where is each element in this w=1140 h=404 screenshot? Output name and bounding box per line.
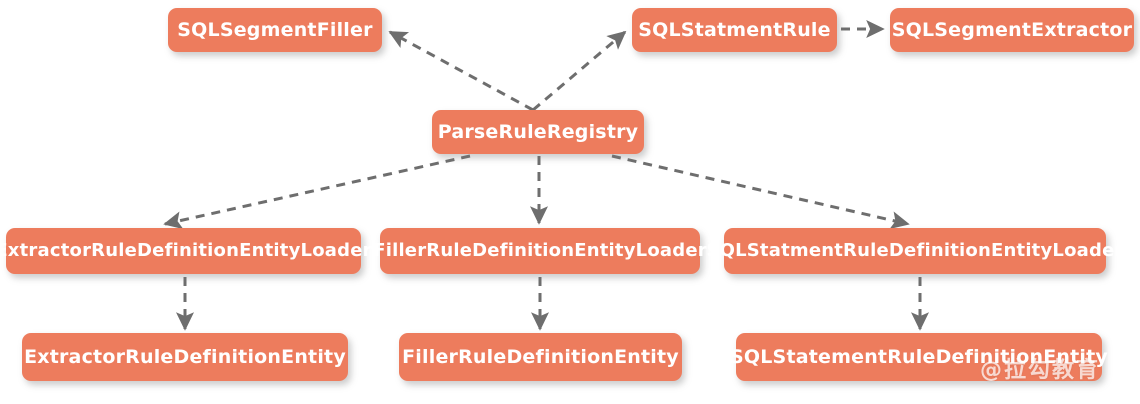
edge-registry-to-extractor-loader: [163, 154, 471, 230]
node-label: FillerRuleDefinitionEntity: [402, 345, 679, 368]
node-label: ExtractorRuleDefinitionEntity: [24, 345, 346, 368]
node-extractor-rule-definition-entity[interactable]: ExtractorRuleDefinitionEntity: [22, 333, 348, 381]
node-filler-rule-definition-entity-loader[interactable]: FillerRuleDefinitionEntityLoader: [373, 228, 707, 274]
node-label: ParseRuleRegistry: [437, 120, 639, 143]
node-label: SQLSegmentFiller: [177, 18, 373, 41]
node-label: SQLStatmentRule: [638, 18, 831, 41]
edge-registry-to-statment-loader: [611, 154, 910, 230]
node-sql-statement-rule-definition-entity[interactable]: SQLStatementRuleDefinitionEntity: [730, 333, 1108, 381]
node-sql-segment-filler[interactable]: SQLSegmentFiller: [168, 8, 382, 52]
node-parse-rule-registry[interactable]: ParseRuleRegistry: [432, 110, 644, 154]
edge-registry-to-statment-rule: [532, 30, 627, 112]
node-sql-segment-extractor[interactable]: SQLSegmentExtractor: [890, 8, 1134, 52]
node-sql-statment-rule[interactable]: SQLStatmentRule: [632, 8, 837, 52]
node-label: ExtractorRuleDefinitionEntityLoader: [0, 240, 372, 261]
node-filler-rule-definition-entity[interactable]: FillerRuleDefinitionEntity: [399, 333, 682, 381]
node-label: SQLStatmentRuleDefinitionEntityLoader: [706, 240, 1124, 261]
edge-registry-to-filler: [388, 30, 534, 112]
edge-group: [163, 20, 929, 331]
node-extractor-rule-definition-entity-loader[interactable]: ExtractorRuleDefinitionEntityLoader: [0, 228, 371, 274]
node-label: SQLSegmentExtractor: [891, 18, 1133, 41]
watermark-label: @拉勾教育: [980, 358, 1101, 383]
node-label: SQLStatementRuleDefinitionEntity: [730, 345, 1108, 368]
node-label: FillerRuleDefinitionEntityLoader: [373, 240, 707, 261]
node-sql-statment-rule-definition-entity-loader[interactable]: SQLStatmentRuleDefinitionEntityLoader: [706, 228, 1123, 274]
